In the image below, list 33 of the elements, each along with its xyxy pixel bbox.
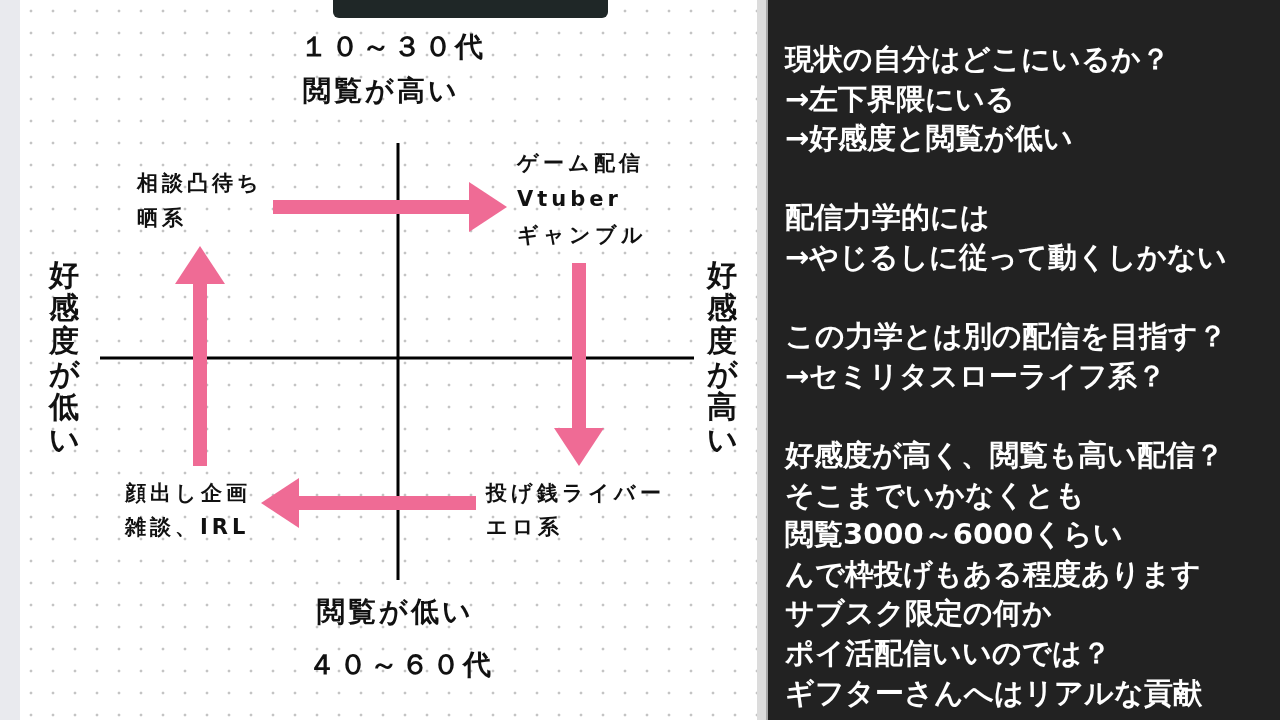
note-line: →好感度と閲覧が低い: [785, 120, 1074, 158]
quadrant-label: 投げ銭ライバー: [486, 480, 665, 507]
note-line: 配信力学的には: [785, 199, 990, 237]
note-line: この力学とは別の配信を目指す？: [785, 318, 1227, 356]
note-line: ギフターさんへはリアルな貢献: [785, 674, 1202, 712]
quadrant-label: ギャンブル: [517, 222, 647, 249]
note-line: そこまでいかなくとも: [785, 476, 1085, 514]
arrow: [261, 478, 476, 528]
quadrant-label: ゲーム配信: [517, 150, 644, 177]
quadrant-label: Vtuber: [517, 186, 622, 213]
quadrant-label: 雑談、IRL: [125, 514, 250, 541]
note-line: 閲覧3000～6000くらい: [785, 516, 1124, 554]
note-line: んで枠投げもある程度あります: [785, 555, 1201, 593]
axis-label: 閲覧が低い: [317, 595, 474, 629]
arrow: [175, 246, 225, 466]
axis-label: 好感度が高い: [707, 258, 737, 456]
quadrant-label: エロ系: [486, 514, 563, 541]
note-line: →左下界隈にいる: [785, 80, 1016, 118]
note-line: ポイ活配信いいのでは？: [785, 634, 1111, 672]
note-line: サブスク限定の何か: [785, 595, 1052, 633]
note-line: →やじるしに従って動くしかない: [785, 238, 1228, 276]
axis-label: 好感度が低い: [49, 258, 79, 456]
note-line: →セミリタスローライフ系？: [785, 357, 1167, 395]
arrow: [554, 263, 604, 466]
quadrant-label: 晒系: [137, 205, 187, 232]
quadrant-label: 顔出し企画: [125, 480, 251, 507]
note-line: 現状の自分はどこにいるか？: [785, 41, 1170, 78]
axis-label: １０～３０代: [300, 30, 486, 64]
quadrant-label: 相談凸待ち: [137, 170, 263, 197]
axis-label: 閲覧が高い: [303, 74, 460, 108]
note-line: 好感度が高く、閲覧も高い配信？: [785, 436, 1224, 474]
arrow: [273, 182, 507, 232]
axis-label: ４０～６０代: [308, 648, 494, 682]
